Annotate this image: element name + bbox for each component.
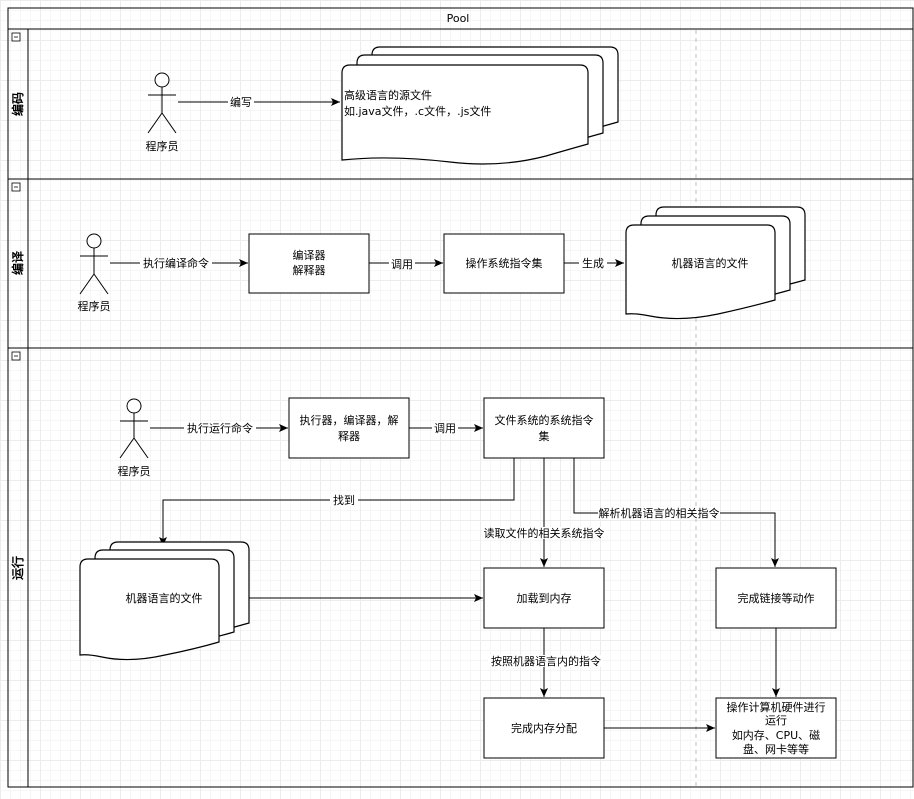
doc-line: 机器语言的文件 <box>672 256 749 270</box>
edge-label: 调用 <box>391 258 413 271</box>
multi-document-source[interactable] <box>341 46 619 165</box>
box-line: 运行 <box>765 714 787 727</box>
box-line: 盘、网卡等等 <box>743 742 809 756</box>
box-line: 释器 <box>338 430 360 443</box>
actor-label: 程序员 <box>146 139 179 153</box>
box-line: 解释器 <box>293 263 326 277</box>
box-line: 集 <box>539 429 550 443</box>
doc-line: 高级语言的源文件 <box>344 88 432 102</box>
box-load-memory[interactable] <box>483 567 605 629</box>
multi-document-machine-2[interactable] <box>79 541 250 661</box>
box-line: 加载到内存 <box>517 591 572 605</box>
box-line: 完成内存分配 <box>511 721 577 735</box>
box-executor[interactable] <box>288 397 410 459</box>
doc-line: 如.java文件，.c文件，.js文件 <box>344 104 491 118</box>
actor-label: 程序员 <box>118 464 151 478</box>
box-linking[interactable] <box>715 567 837 629</box>
multi-document-machine-1[interactable] <box>625 206 806 320</box>
actor-label: 程序员 <box>78 299 111 313</box>
edge-label: 生成 <box>582 256 604 270</box>
box-line: 操作计算机硬件进行 <box>727 700 826 714</box>
edge-label: 解析机器语言的相关指令 <box>599 506 720 520</box>
lane-label: 编译 <box>10 250 25 276</box>
box-compiler[interactable] <box>248 233 370 294</box>
lane-run[interactable]: 运行 <box>7 347 914 788</box>
box-line: 完成链接等动作 <box>738 591 815 605</box>
box-hardware[interactable] <box>715 697 837 759</box>
lane-label: 编码 <box>10 92 25 117</box>
edge-label: 按照机器语言内的指令 <box>491 654 601 668</box>
box-line: 执行器，编译器，解 <box>300 413 399 427</box>
lane-label: 运行 <box>10 556 25 580</box>
box-line: 操作系统指令集 <box>466 256 543 270</box>
box-alloc-memory[interactable] <box>483 697 605 759</box>
edge-label: 调用 <box>434 422 456 435</box>
doc-line: 机器语言的文件 <box>126 591 203 605</box>
edge-label: 编写 <box>230 95 252 109</box>
actor-programmer-3[interactable] <box>119 398 149 459</box>
pool-title: Pool <box>447 12 470 25</box>
edge-label: 读取文件的相关系统指令 <box>484 526 605 540</box>
actor-programmer-2[interactable] <box>79 233 109 295</box>
box-line: 文件系统的系统指令 <box>495 413 594 427</box>
edge-label: 找到 <box>333 493 355 507</box>
edge-label: 执行编译命令 <box>143 256 209 270</box>
edge-label: 执行运行命令 <box>187 421 253 435</box>
box-fs-instructions[interactable] <box>483 397 605 459</box>
box-line: 如内存、CPU、磁 <box>732 728 820 742</box>
box-line: 编译器 <box>293 248 326 262</box>
actor-programmer-1[interactable] <box>147 72 177 134</box>
box-os-instructions[interactable] <box>443 233 565 294</box>
